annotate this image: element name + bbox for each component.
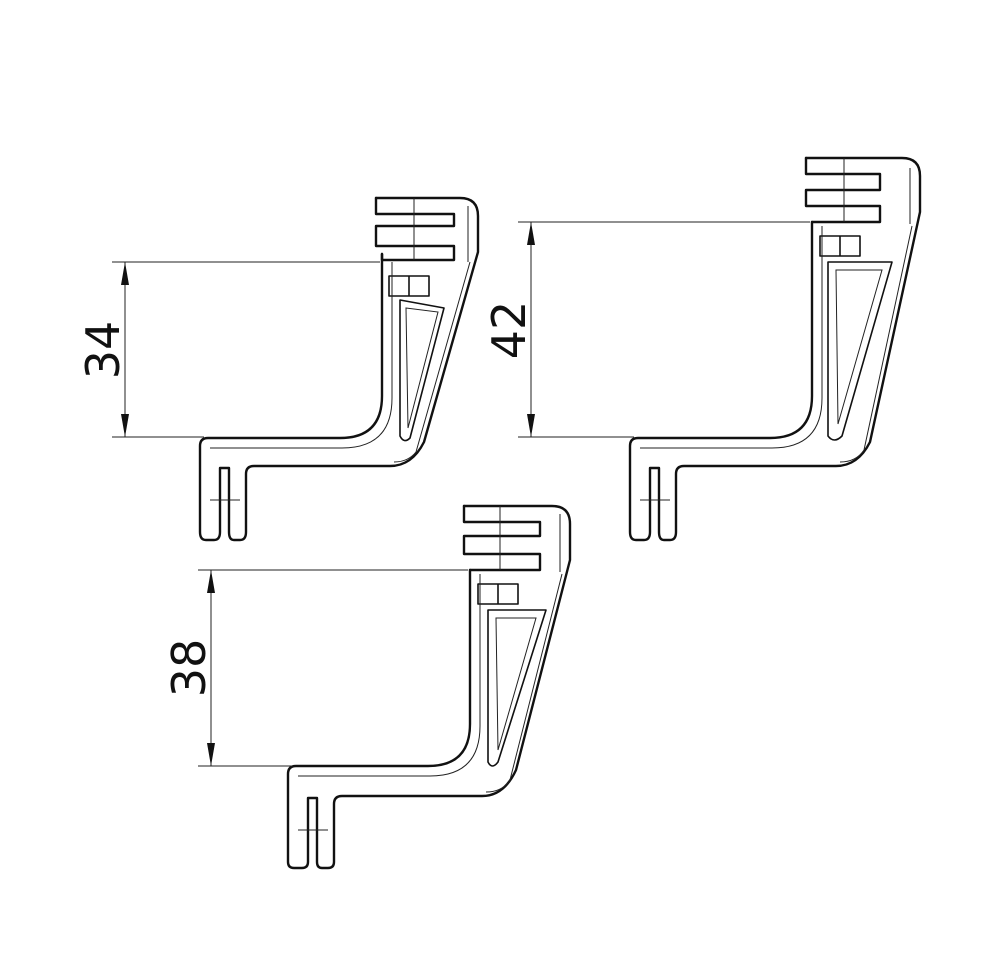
dimension-34: 34 <box>76 261 380 438</box>
dimension-34-label: 34 <box>76 321 130 380</box>
bracket-34-slot <box>399 299 445 442</box>
bracket-42 <box>628 156 922 542</box>
bracket-42-slot <box>827 261 893 441</box>
bracket-38-outline <box>286 504 572 870</box>
bracket-34-comb <box>374 196 456 262</box>
bracket-38-comb <box>462 504 542 572</box>
dimension-42: 42 <box>482 221 810 438</box>
bracket-34-outline <box>198 196 480 542</box>
bracket-38-slot <box>487 609 547 767</box>
bracket-38 <box>286 504 572 870</box>
dimension-38-label: 38 <box>162 639 216 698</box>
bracket-42-outline <box>628 156 922 542</box>
bracket-42-comb <box>804 156 882 224</box>
dimension-38: 38 <box>162 569 468 767</box>
bracket-34 <box>198 196 480 542</box>
dimension-42-label: 42 <box>482 301 536 360</box>
